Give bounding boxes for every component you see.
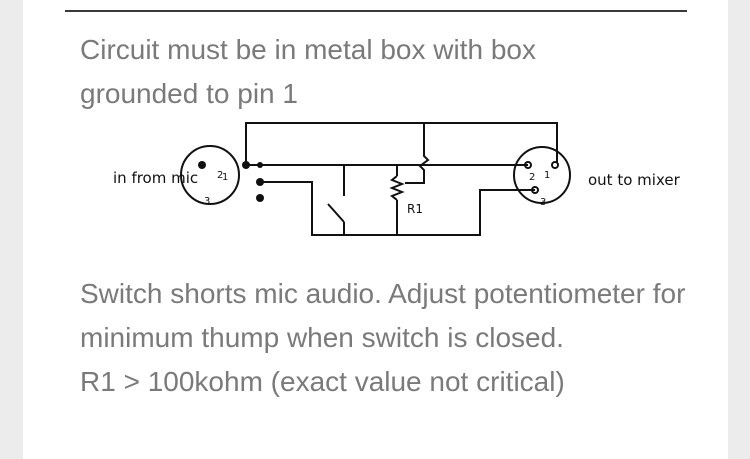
right-pin2-label: 2 — [529, 172, 535, 183]
top-divider — [65, 10, 687, 12]
label-in-from-mic: in from mic — [113, 169, 198, 187]
ground-wire — [245, 122, 558, 165]
label-r1: R1 — [407, 202, 423, 216]
left-pin3-dot-2 — [256, 194, 264, 202]
caption-top: Circuit must be in metal box with box gr… — [80, 34, 536, 109]
right-pin3-label: 3 — [540, 197, 546, 208]
wiper-wire — [405, 123, 430, 184]
circuit-diagram: 1 2 3 1 2 3 in from mic out to mixer R1 — [113, 122, 681, 236]
content-card: Circuit must be in metal box with box gr… — [23, 0, 728, 459]
left-pin3-dot — [256, 178, 264, 186]
left-pin2-dot — [242, 161, 250, 169]
right-connector-circle — [513, 146, 571, 204]
pot-zigzag — [389, 175, 405, 201]
left-junction-dot — [257, 162, 263, 168]
left-pin3-label: 3 — [204, 196, 210, 207]
right-pin1-ring — [551, 161, 559, 169]
left-pin3-wire — [260, 181, 528, 236]
left-pin1-label: 1 — [222, 172, 228, 183]
caption-bottom-line-1: Switch shorts mic audio. Adjust potentio… — [80, 278, 686, 353]
caption-bottom: Switch shorts mic audio. Adjust potentio… — [80, 272, 720, 404]
switch-blade — [327, 203, 345, 223]
left-pin1-dot — [198, 161, 206, 169]
left-connector-circle — [180, 145, 240, 205]
caption-bottom-line-2: R1 > 100kohm (exact value not critical) — [80, 366, 565, 397]
right-pin2-ring — [524, 161, 532, 169]
right-pin3-ring — [531, 186, 539, 194]
left-pin2-label: 2 — [217, 170, 223, 181]
label-out-to-mixer: out to mixer — [588, 171, 681, 189]
right-pin1-label: 1 — [544, 170, 550, 181]
